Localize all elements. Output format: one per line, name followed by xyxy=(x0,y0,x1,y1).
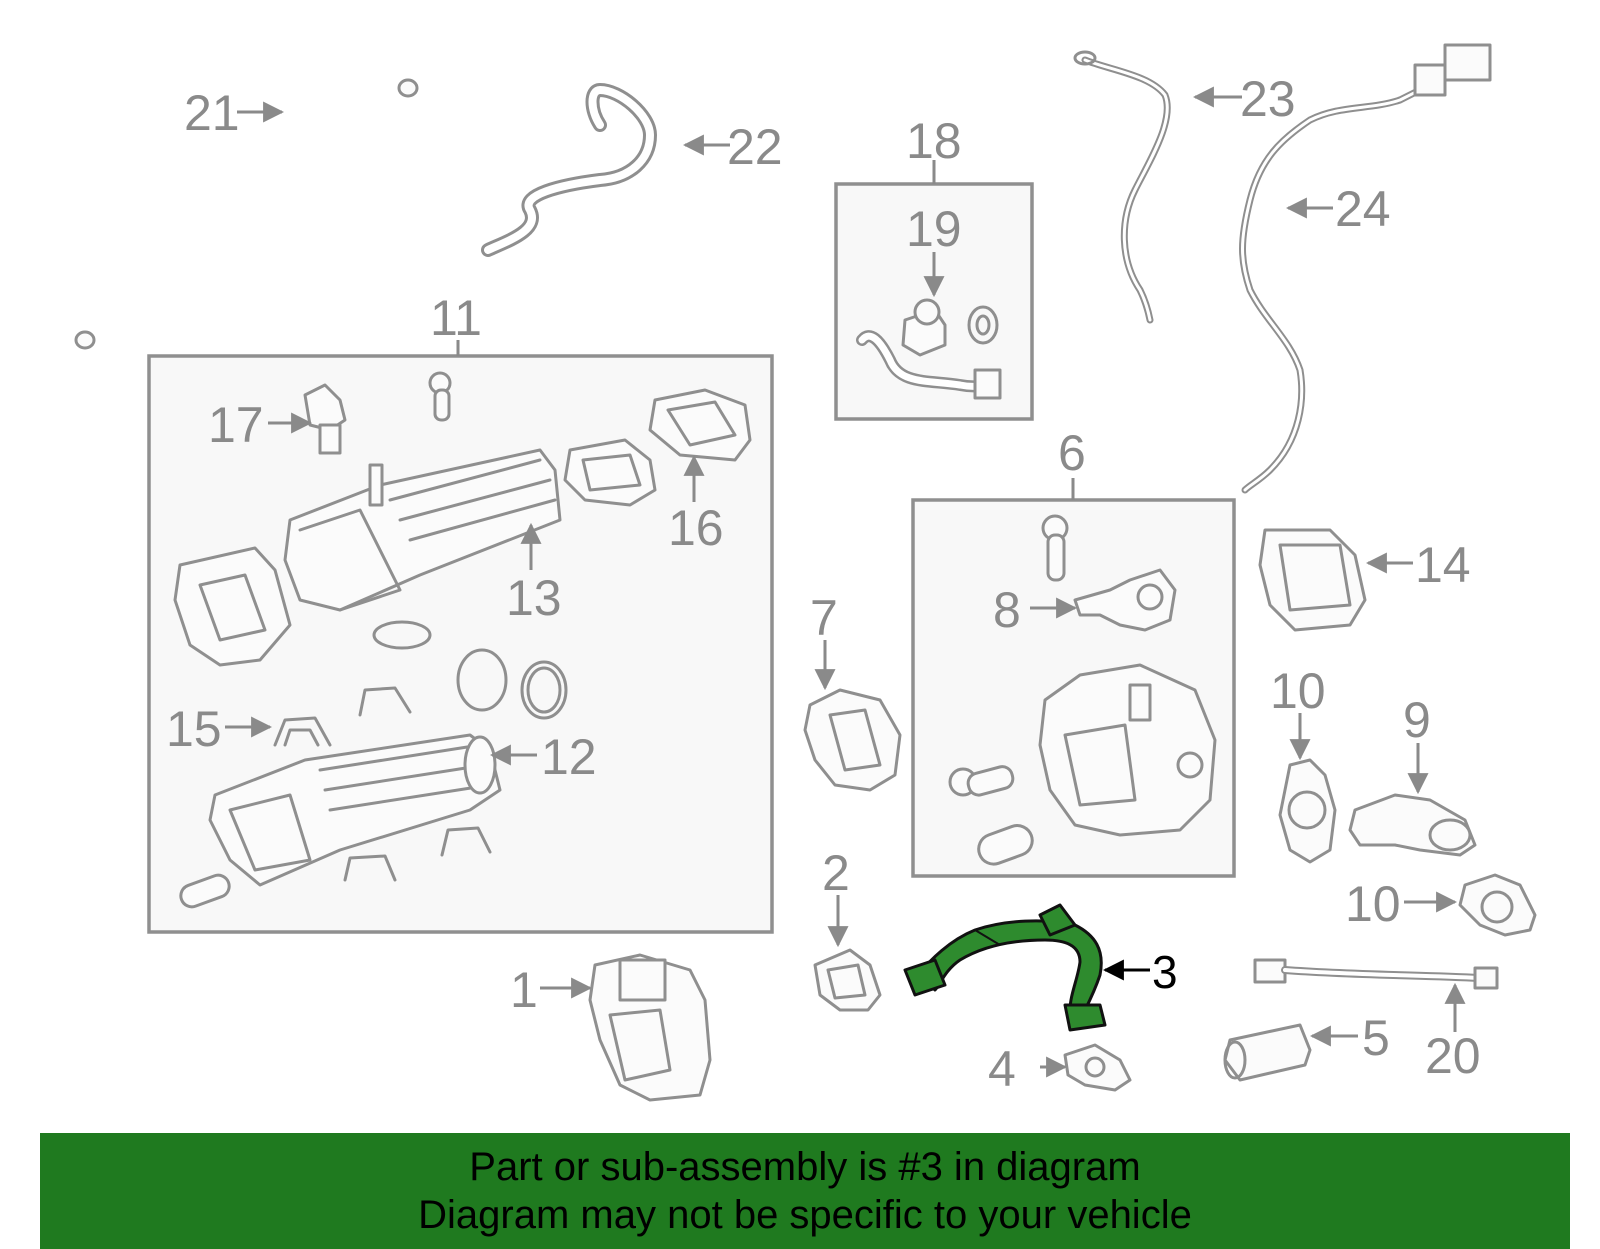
bolt-6b[interactable] xyxy=(948,764,1036,868)
callout-14: 14 xyxy=(1415,537,1471,593)
gasket-10b[interactable] xyxy=(1458,873,1537,937)
sensor-wire-24[interactable] xyxy=(1239,43,1492,494)
sensor-20[interactable] xyxy=(1253,958,1499,990)
callout-6: 6 xyxy=(1058,425,1086,481)
callout-8: 8 xyxy=(993,582,1021,638)
banner-line-1: Part or sub-assembly is #3 in diagram xyxy=(469,1145,1141,1189)
callout-18: 18 xyxy=(906,113,962,169)
callout-5: 5 xyxy=(1362,1010,1390,1066)
callout-2: 2 xyxy=(822,845,850,901)
callout-22: 22 xyxy=(727,119,783,175)
gasket-14[interactable] xyxy=(1258,528,1367,632)
egr-cooler-12[interactable] xyxy=(208,733,502,887)
callout-1: 1 xyxy=(510,962,538,1018)
callout-20: 20 xyxy=(1425,1028,1481,1084)
callout-4: 4 xyxy=(988,1041,1016,1097)
hose-21[interactable] xyxy=(74,62,419,350)
clip-15[interactable] xyxy=(273,686,412,747)
info-banner: Part or sub-assembly is #3 in diagram Di… xyxy=(40,1133,1570,1249)
callout-3: 3 xyxy=(1152,946,1178,998)
sensor-wire-23[interactable] xyxy=(1073,50,1171,324)
callout-9: 9 xyxy=(1403,692,1431,748)
callout-11: 11 xyxy=(430,290,482,346)
bolt-6[interactable] xyxy=(1041,514,1069,582)
callout-15: 15 xyxy=(166,701,222,757)
callout-21: 21 xyxy=(184,85,240,141)
callout-17: 17 xyxy=(208,397,264,453)
callout-13: 13 xyxy=(506,570,562,626)
callout-10a: 10 xyxy=(1270,663,1326,719)
gasket-10a[interactable] xyxy=(1278,758,1337,864)
gasket-4[interactable] xyxy=(1063,1043,1132,1092)
callout-19: 19 xyxy=(906,201,962,257)
callout-7: 7 xyxy=(810,590,838,646)
gasket-2[interactable] xyxy=(813,948,882,1012)
leader-lines xyxy=(225,86,1466,1078)
egr-pipe-3[interactable] xyxy=(903,903,1107,1032)
gasket-16a[interactable] xyxy=(563,438,657,507)
callout-23: 23 xyxy=(1240,71,1296,127)
actuator-8[interactable] xyxy=(1073,568,1177,632)
gasket-16[interactable] xyxy=(648,388,752,462)
callout-10b: 10 xyxy=(1345,876,1401,932)
callout-12: 12 xyxy=(541,729,597,785)
gasket-left[interactable] xyxy=(173,546,292,667)
callout-24: 24 xyxy=(1335,181,1391,237)
callout-16: 16 xyxy=(668,500,724,556)
heat-shield-5[interactable] xyxy=(1223,1023,1312,1082)
hose-22[interactable] xyxy=(481,82,658,257)
valve-9[interactable] xyxy=(1348,793,1477,857)
oring-set[interactable] xyxy=(372,620,568,720)
egr-valve-6[interactable] xyxy=(1038,663,1217,837)
pipe-small[interactable] xyxy=(178,826,492,910)
callout-numbers: 21 22 23 24 18 19 11 17 16 13 15 12 6 8 … xyxy=(166,71,1481,1097)
sensor-19[interactable] xyxy=(856,298,1002,400)
egr-cooler-13[interactable] xyxy=(283,448,562,612)
gasket-7[interactable] xyxy=(803,688,902,792)
banner-line-2: Diagram may not be specific to your vehi… xyxy=(418,1193,1192,1237)
bolt[interactable] xyxy=(428,371,452,422)
egr-valve-1[interactable] xyxy=(588,953,712,1102)
